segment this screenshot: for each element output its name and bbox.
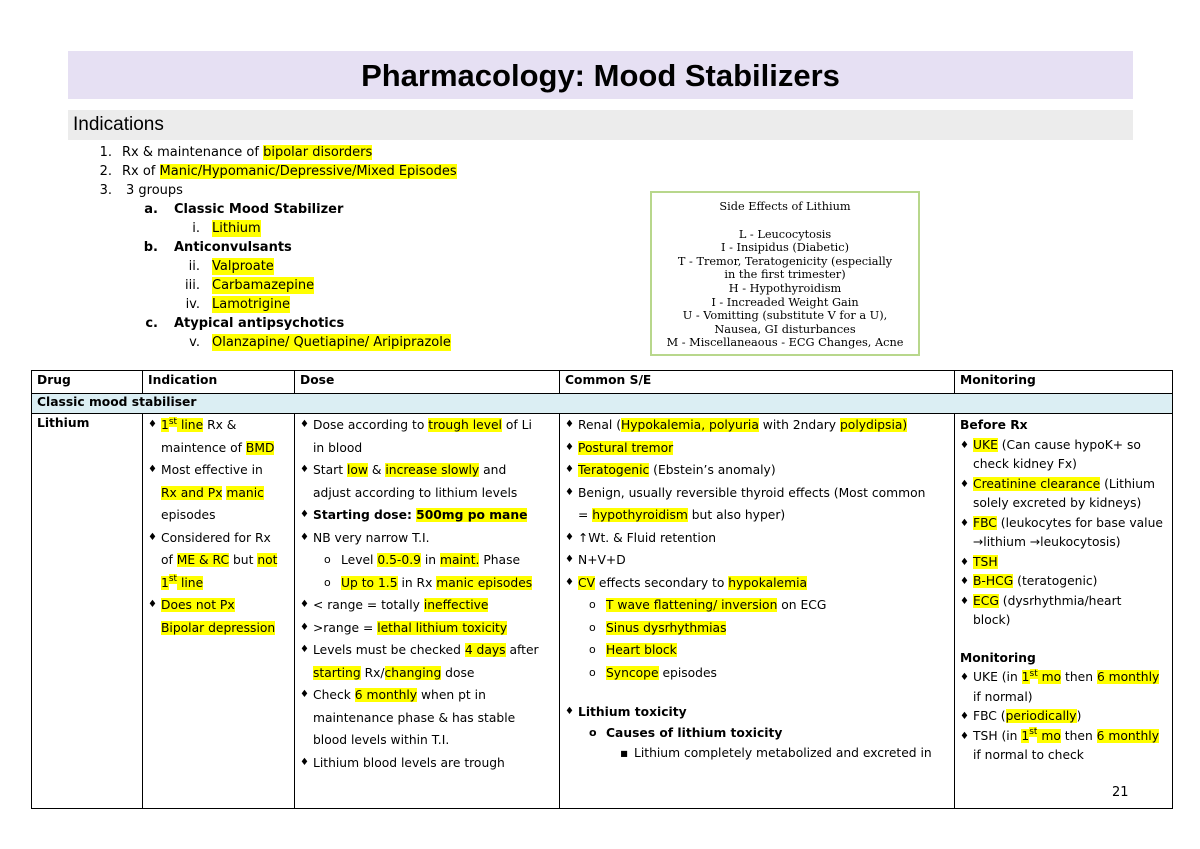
se-item: N+V+D — [565, 549, 949, 572]
list-item: Lamotrigine — [212, 296, 290, 313]
monitoring-item: FBC (leukocytes for base value→lithium →… — [960, 514, 1167, 553]
header-drug: Drug — [31, 370, 143, 394]
list-item: Lithium — [212, 220, 261, 237]
side-effect-line: Nausea, GI disturbances — [714, 322, 856, 336]
header-monitoring: Monitoring — [954, 370, 1173, 394]
se-item: Renal (Hypokalemia, polyuria with 2ndary… — [565, 414, 949, 437]
dose-item: Starting dose: 500mg po mane — [300, 504, 554, 527]
list-item: Rx of Manic/Hypomanic/Depressive/Mixed E… — [122, 164, 457, 179]
se-item: Teratogenic (Ebstein’s anomaly) — [565, 459, 949, 482]
drug-name: Lithium — [31, 413, 143, 809]
side-effect-line: I - Increaded Weight Gain — [711, 295, 859, 309]
dose-item: NB very narrow T.I. — [300, 527, 554, 550]
se-subitem: Heart block — [565, 639, 949, 662]
list-letter: a. — [144, 202, 158, 217]
list-number: 2. — [99, 164, 112, 179]
list-item: Rx & maintenance of bipolar disorders — [122, 145, 373, 160]
monitoring-heading: Monitoring — [960, 650, 1036, 665]
se-item: Lithium toxicity — [565, 702, 949, 722]
dose-item: >range = lethal lithium toxicity — [300, 617, 554, 640]
se-subitem: Syncope episodes — [565, 662, 949, 685]
list-roman: v. — [189, 335, 200, 350]
list-number: 3. — [99, 183, 112, 198]
list-item: Olanzapine/ Quetiapine/ Aripiprazole — [212, 334, 451, 351]
side-effect-line: T - Tremor, Teratogenicity (especially — [677, 254, 893, 268]
drug-table: Drug Indication Dose Common S/E Monitori… — [31, 370, 1173, 809]
side-effect-line: H - Hypothyroidism — [728, 281, 842, 295]
side-effect-line: I - Insipidus (Diabetic) — [721, 241, 849, 255]
section-row: Classic mood stabiliser — [31, 393, 1173, 414]
list-item: Anticonvulsants — [174, 240, 292, 255]
monitoring-item: B-HCG (teratogenic) — [960, 572, 1167, 592]
list-item: Classic Mood Stabilizer — [174, 202, 344, 217]
list-item: Atypical antipsychotics — [174, 316, 345, 331]
list-roman: iv. — [185, 297, 200, 312]
section-title: Classic mood stabiliser — [31, 393, 1173, 414]
indication-cell: 1st line Rx &maintence of BMD Most effec… — [142, 413, 295, 809]
page-number: 21 — [1112, 785, 1129, 800]
title-banner: Pharmacology: Mood Stabilizers — [68, 51, 1133, 99]
header-indication: Indication — [142, 370, 295, 394]
side-effect-line: L - Leucocytosis — [738, 227, 832, 241]
se-item: CV effects secondary to hypokalemia — [565, 572, 949, 595]
se-item: Benign, usually reversible thyroid effec… — [565, 482, 949, 527]
dose-item: Lithium blood levels are trough — [300, 752, 554, 775]
page-title: Pharmacology: Mood Stabilizers — [361, 58, 840, 93]
side-effects-title: Side Effects of Lithium — [719, 200, 851, 213]
side-effect-line: M - Miscellaneaous - ECG Changes, Acne — [666, 336, 904, 350]
list-item: Valproate — [212, 258, 274, 275]
indications-banner: Indications — [68, 110, 1133, 140]
before-rx-heading: Before Rx — [960, 418, 1028, 432]
indications-heading: Indications — [73, 114, 164, 135]
header-dose: Dose — [294, 370, 560, 394]
lithium-side-effects-box: Side Effects of Lithium L - Leucocytosis… — [650, 191, 920, 356]
table-header-row: Drug Indication Dose Common S/E Monitori… — [31, 370, 1173, 394]
side-effect-line: U - Vomitting (substitute V for a U), — [682, 309, 888, 323]
list-number: 1. — [99, 145, 112, 160]
dose-item: Levels must be checked 4 days afterstart… — [300, 639, 554, 684]
monitoring-cell: Before Rx UKE (Can cause hypoK+ socheck … — [954, 413, 1173, 809]
dose-item: < range = totally ineffective — [300, 594, 554, 617]
dose-subitem: Level 0.5-0.9 in maint. Phase — [300, 549, 554, 572]
list-roman: iii. — [185, 278, 200, 293]
se-item: ↑Wt. & Fluid retention — [565, 527, 949, 550]
se-subitem: Causes of lithium toxicity — [565, 722, 949, 744]
se-subitem: Sinus dysrhythmias — [565, 617, 949, 640]
side-effects-cell: Renal (Hypokalemia, polyuria with 2ndary… — [559, 413, 955, 809]
list-roman: i. — [192, 221, 200, 236]
se-subitem: T wave flattening/ inversion on ECG — [565, 594, 949, 617]
se-subsubitem: Lithium completely metabolized and excre… — [565, 744, 949, 762]
list-letter: b. — [143, 240, 158, 255]
monitoring-item: TSH — [960, 553, 1167, 573]
indication-item: 1st line Rx &maintence of BMD — [148, 414, 289, 459]
header-common-se: Common S/E — [559, 370, 955, 394]
monitoring-item: FBC (periodically) — [960, 707, 1167, 727]
dose-subitem: Up to 1.5 in Rx manic episodes — [300, 572, 554, 595]
list-item: Carbamazepine — [212, 277, 315, 294]
side-effect-line: in the first trimester) — [724, 268, 846, 282]
list-letter: c. — [145, 316, 158, 331]
table-row: Lithium 1st line Rx &maintence of BMD Mo… — [31, 413, 1173, 809]
list-roman: ii. — [188, 259, 200, 274]
se-item: Postural tremor — [565, 437, 949, 460]
list-item: 3 groups — [126, 183, 183, 198]
